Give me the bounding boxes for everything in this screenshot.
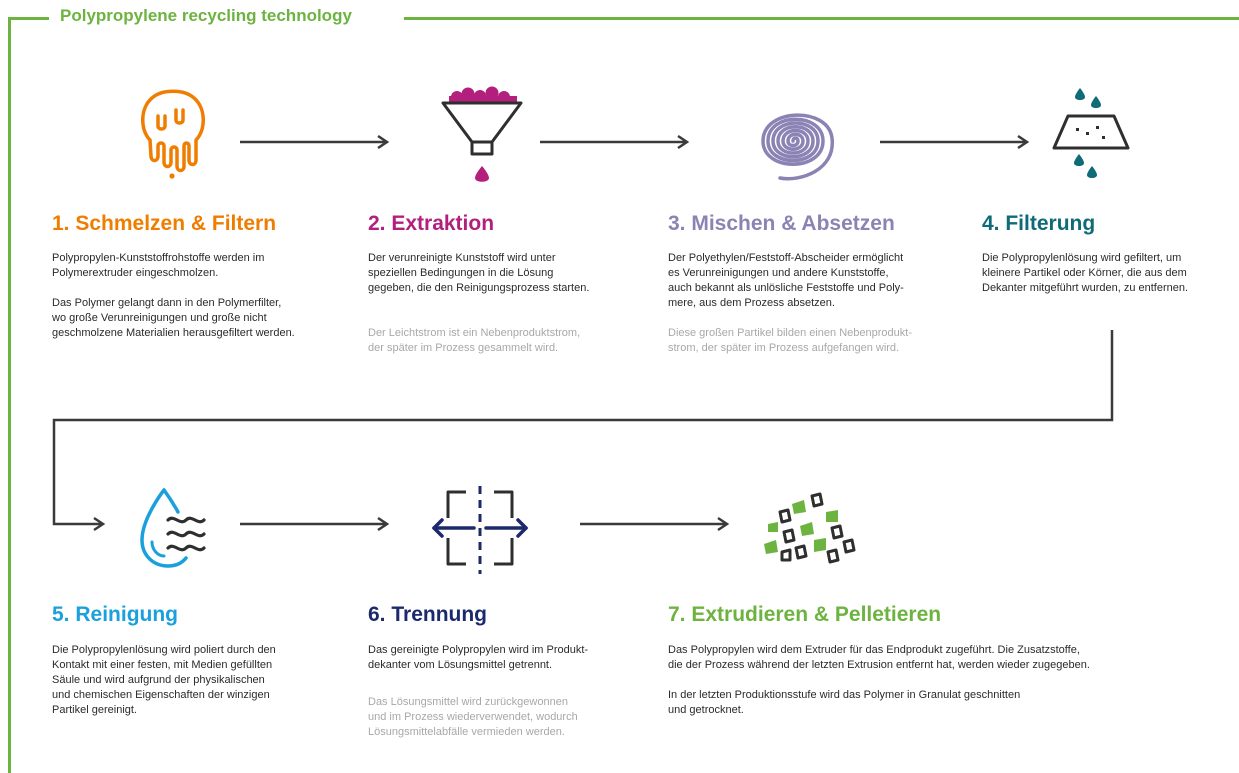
step-6-note: Das Lösungsmittel wird zurückgewonnen un… bbox=[368, 696, 578, 738]
arrow-1-to-2 bbox=[240, 134, 390, 150]
frame-top-line bbox=[8, 17, 49, 20]
pellets-icon bbox=[764, 492, 856, 564]
step-5-title: 5. Reinigung bbox=[52, 603, 178, 626]
frame-left-line bbox=[8, 17, 11, 773]
droplet-waves-icon bbox=[140, 488, 206, 568]
step-7-title: 7. Extrudieren & Pelletieren bbox=[668, 603, 942, 626]
step-3-note: Diese großen Partikel bilden einen Neben… bbox=[668, 327, 912, 354]
step-6-description: Das gereinigte Polypropylen wird im Prod… bbox=[368, 644, 589, 671]
arrow-4-to-5 bbox=[52, 330, 1114, 532]
spiral-icon bbox=[761, 113, 834, 181]
page-title: Polypropylene recycling technology bbox=[60, 6, 352, 25]
filter-drops-icon bbox=[1052, 88, 1130, 178]
step-3-description: Der Polyethylen/Feststoff-Abscheider erm… bbox=[668, 252, 904, 309]
step-7-description: Das Polypropylen wird dem Extruder für d… bbox=[668, 644, 1090, 716]
step-4-description: Die Polypropylenlösung wird gefiltert, u… bbox=[982, 252, 1189, 294]
arrow-5-to-6 bbox=[240, 516, 390, 532]
step-3-title: 3. Mischen & Absetzen bbox=[668, 212, 895, 235]
arrow-2-to-3 bbox=[540, 134, 690, 150]
step-1-title: 1. Schmelzen & Filtern bbox=[52, 212, 277, 235]
funnel-icon bbox=[441, 86, 523, 182]
step-1-description: Polypropylen-Kunststoffrohstoffe werden … bbox=[52, 252, 295, 339]
step-5-description: Die Polypropylenlösung wird poliert durc… bbox=[52, 644, 276, 716]
arrow-6-to-7 bbox=[580, 516, 730, 532]
arrow-3-to-4 bbox=[880, 134, 1030, 150]
step-2-title: 2. Extraktion bbox=[368, 212, 495, 235]
step-6-title: 6. Trennung bbox=[368, 603, 488, 626]
melting-plastic-icon bbox=[141, 89, 205, 179]
step-2-note: Der Leichtstrom ist ein Nebenproduktstro… bbox=[368, 327, 581, 354]
step-4-title: 4. Filterung bbox=[982, 212, 1096, 235]
step-2-description: Der verunreinigte Kunststoff wird unter … bbox=[368, 252, 590, 294]
frame-top-line bbox=[404, 17, 1239, 20]
separation-icon bbox=[432, 486, 528, 574]
